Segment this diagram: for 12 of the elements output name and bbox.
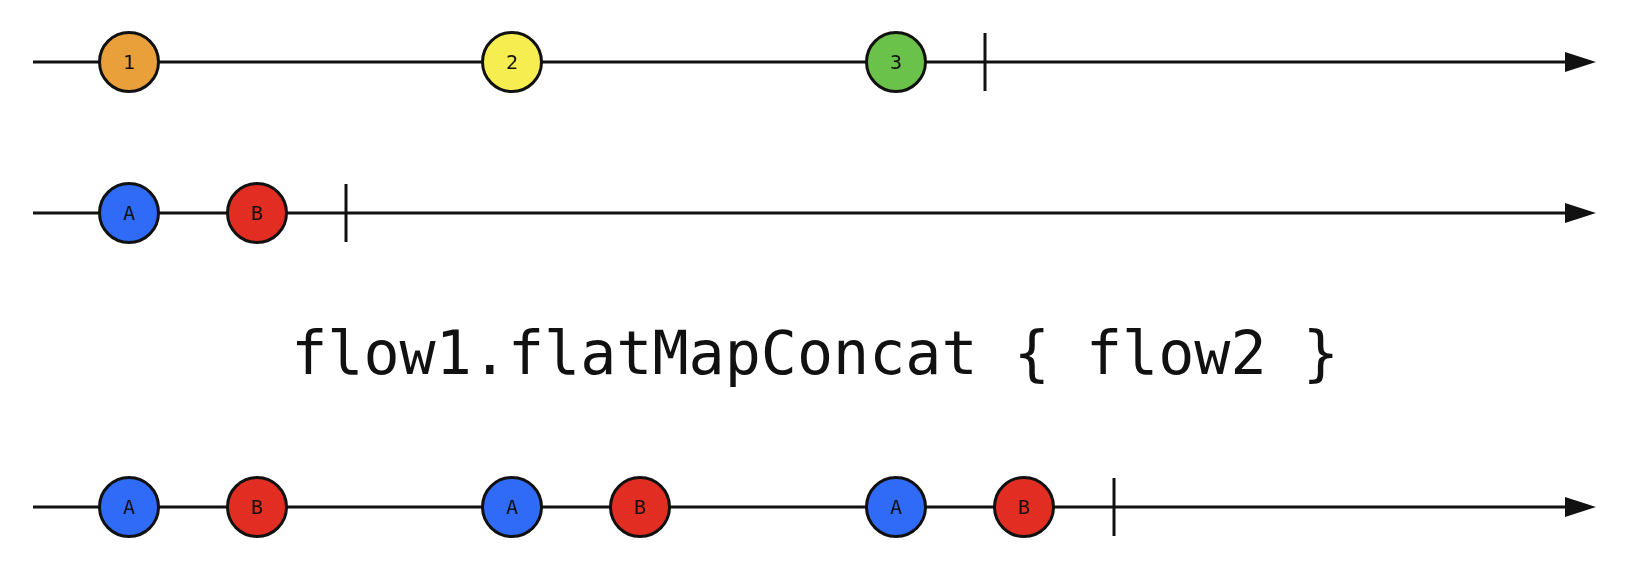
marble-circle: B — [993, 476, 1055, 538]
marble-circle: B — [609, 476, 671, 538]
marble-circle: 2 — [481, 31, 543, 93]
marble-circle: B — [226, 182, 288, 244]
code-expression: flow1.flatMapConcat { flow2 } — [291, 318, 1339, 388]
marble-circle: A — [98, 182, 160, 244]
marble-circle: 3 — [865, 31, 927, 93]
marble-circle: A — [865, 476, 927, 538]
marble-circle: B — [226, 476, 288, 538]
marble-circle: 1 — [98, 31, 160, 93]
marble-circle: A — [481, 476, 543, 538]
marble-circle: A — [98, 476, 160, 538]
